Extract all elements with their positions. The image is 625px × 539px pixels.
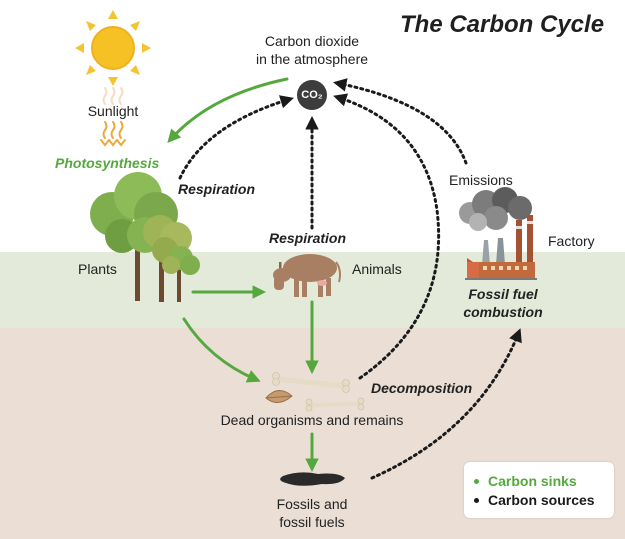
- legend-sink-dot-icon: [474, 478, 479, 484]
- decomposition-arrow: [333, 93, 441, 380]
- dead-organisms-label: Dead organisms and remains: [220, 412, 404, 428]
- plant-respiration-arrow: [178, 95, 294, 180]
- leaf-icon: [265, 390, 293, 403]
- combustion-arrow: [370, 328, 522, 480]
- atmosphere-label-line1: Carbon dioxide: [264, 33, 360, 49]
- animals-label: Animals: [352, 261, 402, 277]
- respiration-animals-label: Respiration: [269, 230, 347, 246]
- photosynthesis-label: Photosynthesis: [55, 155, 160, 171]
- sunlight-rays-icon: [100, 87, 126, 147]
- atmosphere-label-line2: in the atmosphere: [255, 51, 369, 67]
- diagram-title: The Carbon Cycle: [400, 11, 605, 38]
- fossil-fuel-icon: [280, 472, 345, 486]
- factory-label: Factory: [548, 233, 595, 249]
- co2-icon: [297, 80, 327, 110]
- respiration-plants-label: Respiration: [178, 181, 256, 197]
- emissions-label: Emissions: [449, 172, 513, 188]
- decomposition-label: Decomposition: [371, 380, 473, 396]
- legend-sinks-label: Carbon sinks: [488, 473, 577, 489]
- cow-icon: [273, 254, 341, 297]
- fossils-label-line2: fossil fuels: [279, 514, 345, 530]
- legend-source-dot-icon: [474, 497, 479, 503]
- combustion-label-line2: combustion: [463, 304, 543, 320]
- trees-icon: [90, 172, 200, 302]
- bones-icon: [272, 372, 365, 412]
- legend: Carbon sinks Carbon sources: [464, 462, 614, 518]
- sunlight-label: Sunlight: [87, 103, 139, 119]
- plants-label: Plants: [78, 261, 117, 277]
- legend-carbon-sources: Carbon sources: [474, 492, 595, 509]
- fossils-label-line1: Fossils and: [276, 496, 348, 512]
- co2-badge-label: CO₂: [301, 89, 323, 101]
- plants-to-dead-arrow: [182, 317, 261, 383]
- sun-icon: [75, 10, 151, 86]
- legend-carbon-sinks: Carbon sinks: [474, 473, 577, 490]
- legend-sources-label: Carbon sources: [488, 492, 595, 508]
- sink-arrows: [167, 77, 319, 473]
- source-arrows: [178, 78, 522, 480]
- emissions-arrow: [333, 78, 468, 165]
- photosynthesis-arrow: [167, 77, 289, 144]
- factory-icon: [459, 187, 537, 280]
- combustion-label-line1: Fossil fuel: [468, 286, 538, 302]
